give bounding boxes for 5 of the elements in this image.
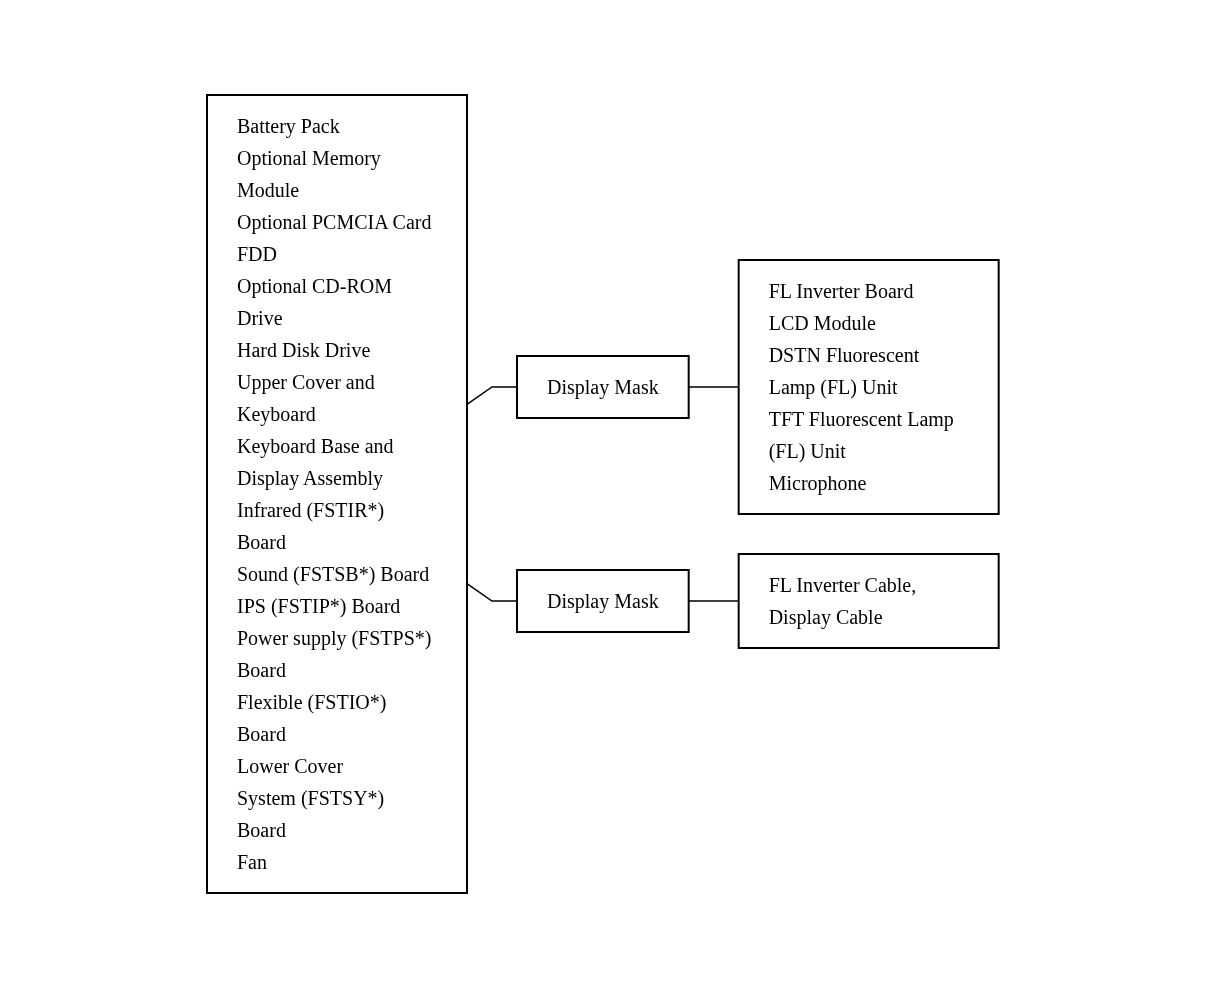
node-box: FL Inverter Board LCD Module DSTN Fluorescent Lamp (FL) Unit TFT Fluorescent Lamp (FL) Unit Microphone bbox=[737, 258, 1000, 515]
node-box: FL Inverter Cable, Display Cable bbox=[737, 552, 1000, 649]
node-box: Display Mask bbox=[515, 568, 690, 633]
node-box: Display Mask bbox=[515, 354, 690, 419]
node-box: Battery Pack Optional Memory Module Optional PCMCIA Card FDD Optional CD-ROM Drive Hard Disk Drive Upper Cover and Keyboard Keyboard Base and Display Assembly Infrared (FSTIR*) Board Sound (FSTSB*) Board IPS (FSTIP*) Board Power supply (FSTPS*) Board Flexible (FSTIO*) Board Lower Cover System (FSTSY*) Board Fan bbox=[205, 93, 468, 894]
